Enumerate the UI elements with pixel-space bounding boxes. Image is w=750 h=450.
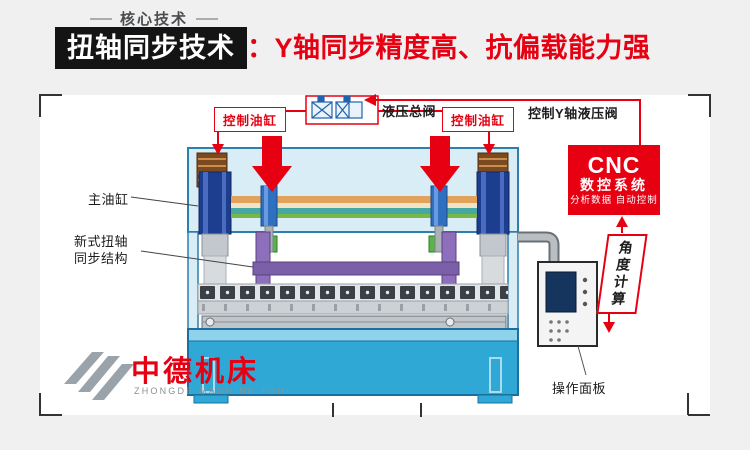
page-title: 扭轴同步技术 ：Y轴同步精度高、抗偏载能力强: [55, 27, 651, 69]
zhongde-logo-icon: [64, 352, 134, 400]
brand-name: 中德机床: [131, 356, 260, 388]
lower-strip-pattern: [198, 301, 508, 314]
title-tagline: ：Y轴同步精度高、抗偏载能力强: [247, 33, 651, 63]
upper-frame: [187, 147, 519, 233]
label-torsion-structure: 新式扭轴 同步结构: [74, 233, 128, 267]
panel-buttons: [582, 277, 588, 307]
left-main-cylinder: [198, 171, 232, 291]
right-main-cylinder: [476, 171, 510, 291]
ram-beam: [231, 196, 477, 218]
label-leader-lines: [130, 196, 254, 268]
cnc-title: CNC: [587, 152, 641, 178]
panel-screen: [545, 271, 577, 313]
tool-clamp-pattern: [198, 284, 508, 301]
cnc-description: 分析数据 自动控制: [570, 195, 658, 206]
label-control-cylinder-right: 控制油缸: [442, 107, 515, 132]
press-brake-machine: [187, 136, 519, 404]
label-main-cylinder: 主油缸: [88, 192, 129, 207]
signal-arrowheads: [212, 94, 628, 333]
core-tech-tag: 核心技术: [119, 11, 188, 28]
right-side-plate: [507, 231, 519, 330]
operation-panel: [537, 261, 598, 376]
left-press-arrow: [252, 136, 292, 192]
panel-keypad: [549, 320, 569, 342]
header-rule-right: [196, 17, 218, 20]
label-control-y-axis-valve: 控制Y轴液压阀: [528, 106, 619, 121]
torsion-axis-structure: [252, 231, 460, 291]
title-highlight: 扭轴同步技术: [55, 27, 247, 69]
label-operation-panel: 操作面板: [552, 381, 607, 396]
panel-leader-line: [577, 345, 587, 376]
brand-name-en: ZHONGDE MACHINE TOOL: [134, 386, 294, 396]
machine-table: [187, 328, 519, 404]
pendant-arm: [518, 231, 560, 262]
angle-calculation-label: 角度计算: [609, 240, 635, 308]
label-hydraulic-main-valve: 液压总阀: [382, 104, 437, 119]
crop-marks: [39, 94, 711, 417]
left-side-plate: [187, 231, 199, 330]
valve-symbols: [311, 95, 363, 119]
cnc-system-box: CNC 数控系统 分析数据 自动控制: [568, 145, 660, 215]
right-control-cylinder: [430, 185, 448, 253]
header-rule-left: [89, 17, 112, 20]
right-press-arrow: [420, 136, 460, 192]
die-rail: [201, 315, 507, 330]
label-torsion-line1: 新式扭轴: [74, 234, 129, 249]
cnc-subtitle: 数控系统: [580, 177, 648, 193]
label-torsion-line2: 同步结构: [74, 251, 129, 266]
label-control-cylinder-left: 控制油缸: [214, 107, 287, 132]
core-tech-header: 核心技术: [55, 8, 253, 29]
